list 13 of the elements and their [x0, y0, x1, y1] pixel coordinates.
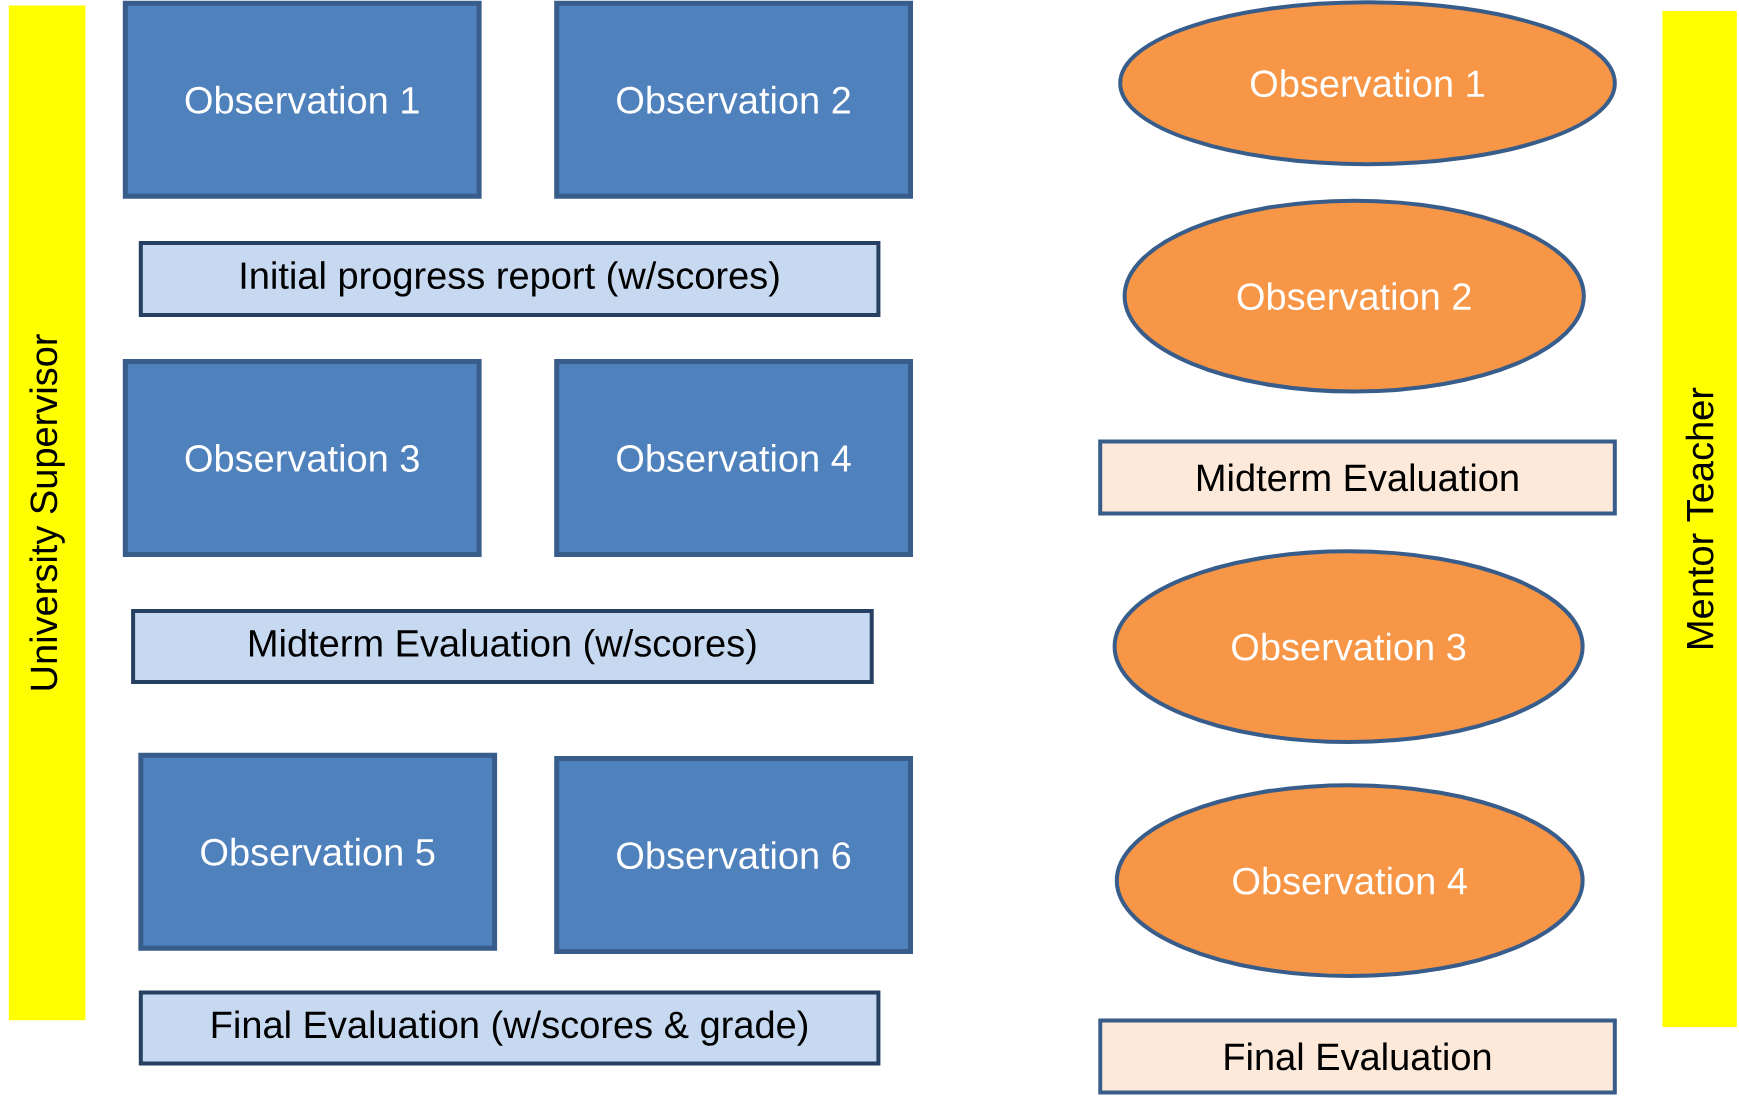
observation-box: Observation 2: [554, 0, 913, 199]
observation-box: Observation 5: [138, 752, 498, 951]
side-band: University Supervisor: [8, 5, 86, 1021]
evaluation-box: Final Evaluation (w/scores & grade): [138, 990, 881, 1066]
evaluation-box: Final Evaluation: [1098, 1018, 1617, 1095]
observation-box: Observation 6: [554, 756, 913, 955]
observation-box: Observation 4: [554, 359, 913, 557]
observation-box: Observation 1: [122, 0, 482, 199]
evaluation-box: Midterm Evaluation (w/scores): [131, 609, 874, 685]
evaluation-box: Initial progress report (w/scores): [138, 240, 881, 317]
evaluation-box: Midterm Evaluation: [1098, 439, 1617, 516]
observation-box: Observation 3: [122, 359, 482, 557]
side-band: Mentor Teacher: [1662, 11, 1737, 1027]
